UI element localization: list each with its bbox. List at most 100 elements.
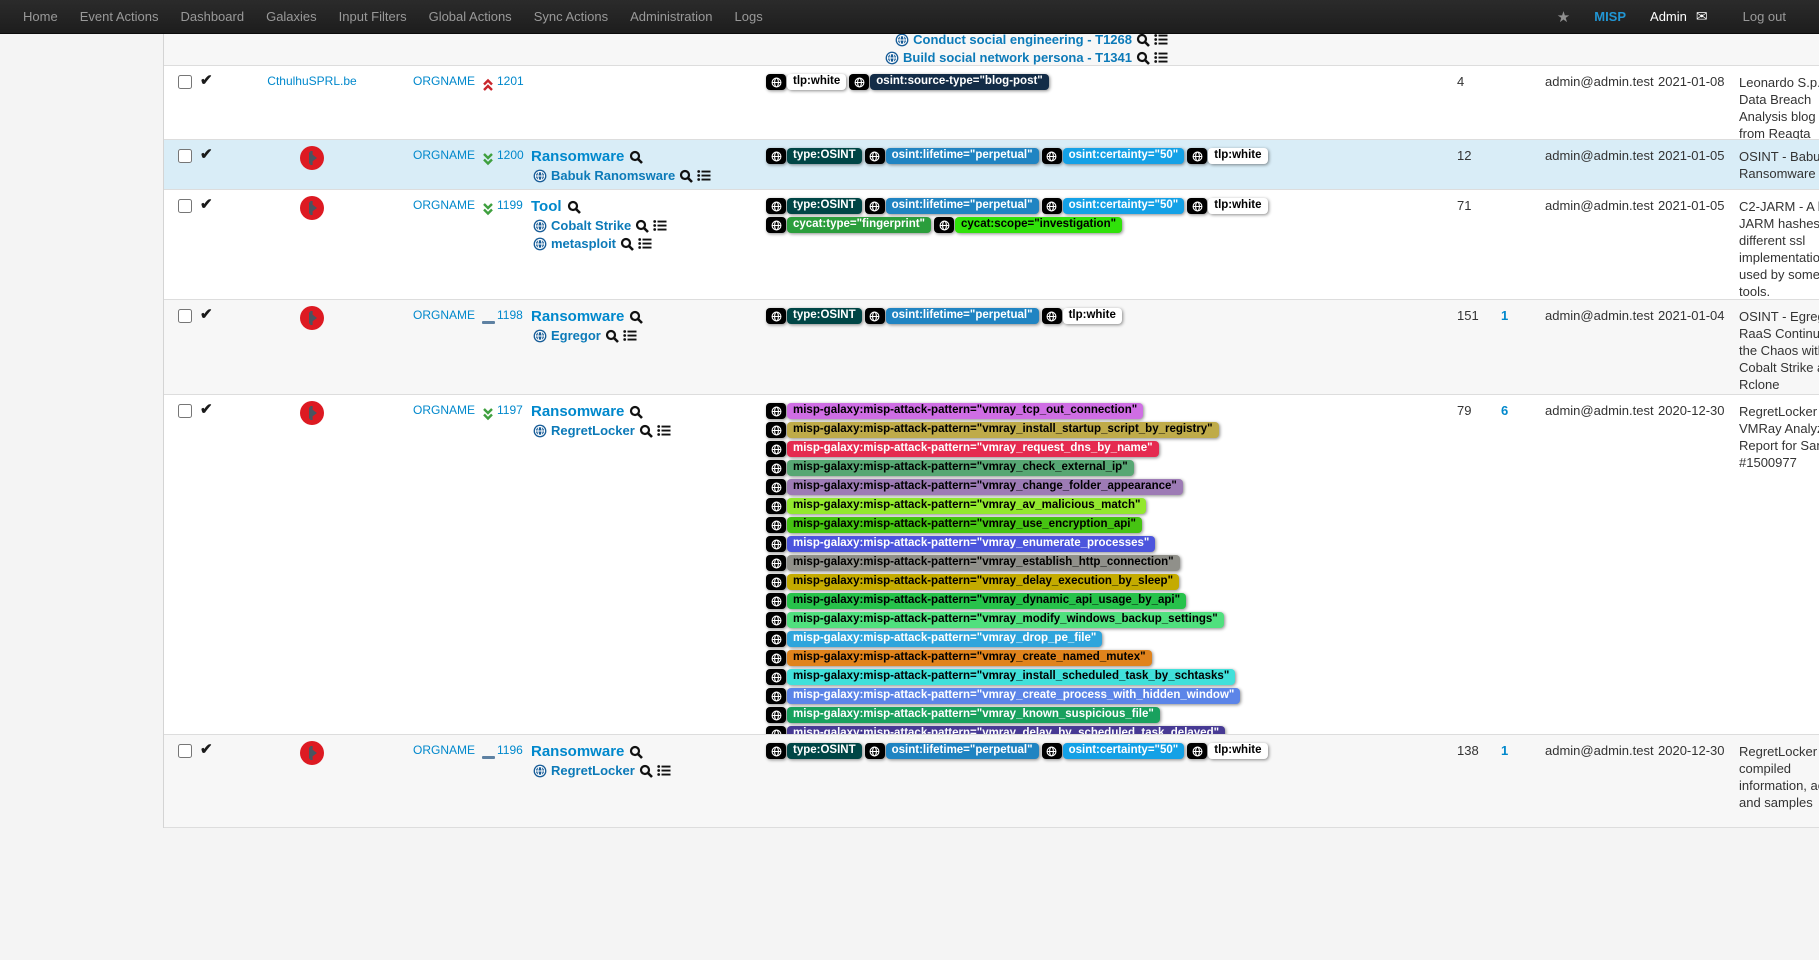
creator-org-link[interactable]: CthulhuSPRL.be bbox=[267, 74, 357, 88]
search-icon[interactable] bbox=[629, 405, 644, 419]
galaxy-type-link[interactable]: Tool bbox=[531, 198, 562, 215]
search-icon[interactable] bbox=[567, 200, 581, 214]
user-menu[interactable]: Admin ✉ bbox=[1650, 8, 1708, 25]
cluster-list-button[interactable] bbox=[1154, 51, 1168, 64]
tag-pill[interactable]: misp-galaxy:misp-attack-pattern="vmray_i… bbox=[766, 669, 1236, 685]
search-icon[interactable] bbox=[605, 329, 619, 343]
list-icon[interactable] bbox=[1154, 34, 1168, 46]
nav-item-galaxies[interactable]: Galaxies bbox=[266, 8, 317, 24]
galaxy-type-link[interactable]: Ransomware bbox=[531, 743, 625, 760]
tag-pill[interactable]: misp-galaxy:misp-attack-pattern="vmray_k… bbox=[766, 707, 1160, 723]
owner-org-link[interactable]: ORGNAME bbox=[413, 198, 476, 212]
logout-link[interactable]: Log out bbox=[1742, 8, 1786, 24]
tag-pill[interactable]: tlp:white bbox=[1187, 743, 1268, 759]
tag-pill[interactable]: osint:lifetime="perpetual" bbox=[864, 198, 1039, 214]
org-logo[interactable] bbox=[299, 195, 325, 221]
tag-pill[interactable]: osint:lifetime="perpetual" bbox=[864, 743, 1039, 759]
nav-item-dashboard[interactable]: Dashboard bbox=[180, 8, 245, 24]
tag-pill[interactable]: type:OSINT bbox=[766, 148, 862, 164]
search-icon[interactable] bbox=[629, 150, 644, 164]
search-icon[interactable] bbox=[1136, 51, 1150, 65]
event-select-checkbox[interactable] bbox=[178, 75, 192, 89]
tag-pill[interactable]: cycat:scope="investigation" bbox=[934, 217, 1123, 233]
tag-pill[interactable]: misp-galaxy:misp-attack-pattern="vmray_c… bbox=[766, 479, 1183, 495]
owner-org-link[interactable]: ORGNAME bbox=[413, 148, 476, 162]
search-icon[interactable] bbox=[635, 219, 650, 233]
tag-pill[interactable]: misp-galaxy:misp-attack-pattern="vmray_a… bbox=[766, 498, 1147, 514]
org-logo[interactable] bbox=[299, 305, 325, 331]
cluster-search-button[interactable] bbox=[635, 219, 650, 233]
search-icon[interactable] bbox=[639, 764, 653, 778]
list-icon[interactable] bbox=[657, 424, 671, 437]
nav-item-home[interactable]: Home bbox=[23, 8, 58, 24]
tag-pill[interactable]: misp-galaxy:misp-attack-pattern="vmray_e… bbox=[766, 555, 1180, 571]
galaxy-cluster-link[interactable]: RegretLocker bbox=[551, 763, 635, 778]
galaxy-type-link[interactable]: Ransomware bbox=[531, 148, 625, 165]
tag-pill[interactable]: cycat:type="fingerprint" bbox=[766, 217, 932, 233]
galaxy-search-button[interactable] bbox=[629, 150, 644, 164]
galaxy-cluster-link[interactable]: Build social network persona - T1341 bbox=[902, 50, 1132, 65]
nav-item-global-actions[interactable]: Global Actions bbox=[428, 8, 512, 24]
tag-pill[interactable]: type:OSINT bbox=[766, 308, 862, 324]
search-icon[interactable] bbox=[639, 424, 653, 438]
org-logo[interactable] bbox=[299, 145, 325, 171]
tag-pill[interactable]: misp-galaxy:misp-attack-pattern="vmray_u… bbox=[766, 517, 1142, 533]
list-icon[interactable] bbox=[653, 219, 667, 232]
event-id-link[interactable]: 1197 bbox=[497, 403, 523, 417]
list-icon[interactable] bbox=[623, 329, 637, 342]
tag-pill[interactable]: misp-galaxy:misp-attack-pattern="vmray_t… bbox=[766, 403, 1144, 419]
favorite-star-icon[interactable]: ★ bbox=[1556, 8, 1571, 26]
event-select-checkbox[interactable] bbox=[178, 199, 192, 213]
tag-pill[interactable]: tlp:white bbox=[1187, 198, 1268, 214]
nav-item-event-actions[interactable]: Event Actions bbox=[79, 8, 159, 24]
tag-pill[interactable]: misp-galaxy:misp-attack-pattern="vmray_d… bbox=[766, 726, 1226, 734]
org-logo[interactable] bbox=[299, 740, 325, 766]
search-icon[interactable] bbox=[629, 745, 644, 759]
owner-org-link[interactable]: ORGNAME bbox=[413, 308, 476, 322]
tag-pill[interactable]: type:OSINT bbox=[766, 743, 862, 759]
cluster-list-button[interactable] bbox=[1154, 34, 1168, 46]
cluster-search-button[interactable] bbox=[1136, 34, 1150, 47]
owner-org-link[interactable]: ORGNAME bbox=[413, 403, 476, 417]
tag-pill[interactable]: misp-galaxy:misp-attack-pattern="vmray_m… bbox=[766, 612, 1224, 628]
galaxy-search-button[interactable] bbox=[629, 405, 644, 419]
tag-pill[interactable]: osint:lifetime="perpetual" bbox=[864, 308, 1039, 324]
cluster-search-button[interactable] bbox=[639, 764, 653, 778]
event-select-checkbox[interactable] bbox=[178, 309, 192, 323]
list-icon[interactable] bbox=[697, 169, 711, 182]
correlation-count-link[interactable]: 6 bbox=[1501, 403, 1509, 418]
envelope-icon[interactable]: ✉ bbox=[1695, 8, 1708, 24]
correlation-count-link[interactable]: 1 bbox=[1501, 308, 1509, 323]
cluster-search-button[interactable] bbox=[620, 237, 634, 251]
tag-pill[interactable]: misp-galaxy:misp-attack-pattern="vmray_e… bbox=[766, 536, 1156, 552]
nav-item-administration[interactable]: Administration bbox=[630, 8, 713, 24]
galaxy-type-link[interactable]: Ransomware bbox=[531, 308, 625, 325]
list-icon[interactable] bbox=[657, 764, 671, 777]
correlation-count-link[interactable]: 1 bbox=[1501, 743, 1509, 758]
tag-pill[interactable]: misp-galaxy:misp-attack-pattern="vmray_d… bbox=[766, 574, 1180, 590]
galaxy-cluster-link[interactable]: Cobalt Strike bbox=[551, 218, 632, 233]
cluster-list-button[interactable] bbox=[653, 219, 667, 232]
search-icon[interactable] bbox=[629, 310, 644, 324]
tag-pill[interactable]: type:OSINT bbox=[766, 198, 862, 214]
cluster-list-button[interactable] bbox=[638, 237, 652, 250]
tag-pill[interactable]: tlp:white bbox=[1187, 148, 1268, 164]
event-select-checkbox[interactable] bbox=[178, 404, 192, 418]
tag-pill[interactable]: tlp:white bbox=[1041, 308, 1122, 324]
tag-pill[interactable]: misp-galaxy:misp-attack-pattern="vmray_c… bbox=[766, 460, 1134, 476]
tag-pill[interactable]: misp-galaxy:misp-attack-pattern="vmray_d… bbox=[766, 631, 1103, 647]
nav-item-logs[interactable]: Logs bbox=[734, 8, 763, 24]
tag-pill[interactable]: tlp:white bbox=[766, 74, 847, 90]
galaxy-cluster-link[interactable]: Babuk Ranomsware bbox=[551, 168, 676, 183]
event-id-link[interactable]: 1196 bbox=[497, 743, 523, 757]
tag-pill[interactable]: misp-galaxy:misp-attack-pattern="vmray_i… bbox=[766, 422, 1219, 438]
cluster-list-button[interactable] bbox=[623, 329, 637, 342]
tag-pill[interactable]: osint:lifetime="perpetual" bbox=[864, 148, 1039, 164]
galaxy-cluster-link[interactable]: RegretLocker bbox=[551, 423, 635, 438]
galaxy-search-button[interactable] bbox=[629, 310, 644, 324]
event-id-link[interactable]: 1201 bbox=[497, 74, 524, 88]
cluster-search-button[interactable] bbox=[605, 329, 619, 343]
event-select-checkbox[interactable] bbox=[178, 149, 192, 163]
cluster-list-button[interactable] bbox=[657, 764, 671, 777]
event-id-link[interactable]: 1199 bbox=[497, 198, 523, 212]
